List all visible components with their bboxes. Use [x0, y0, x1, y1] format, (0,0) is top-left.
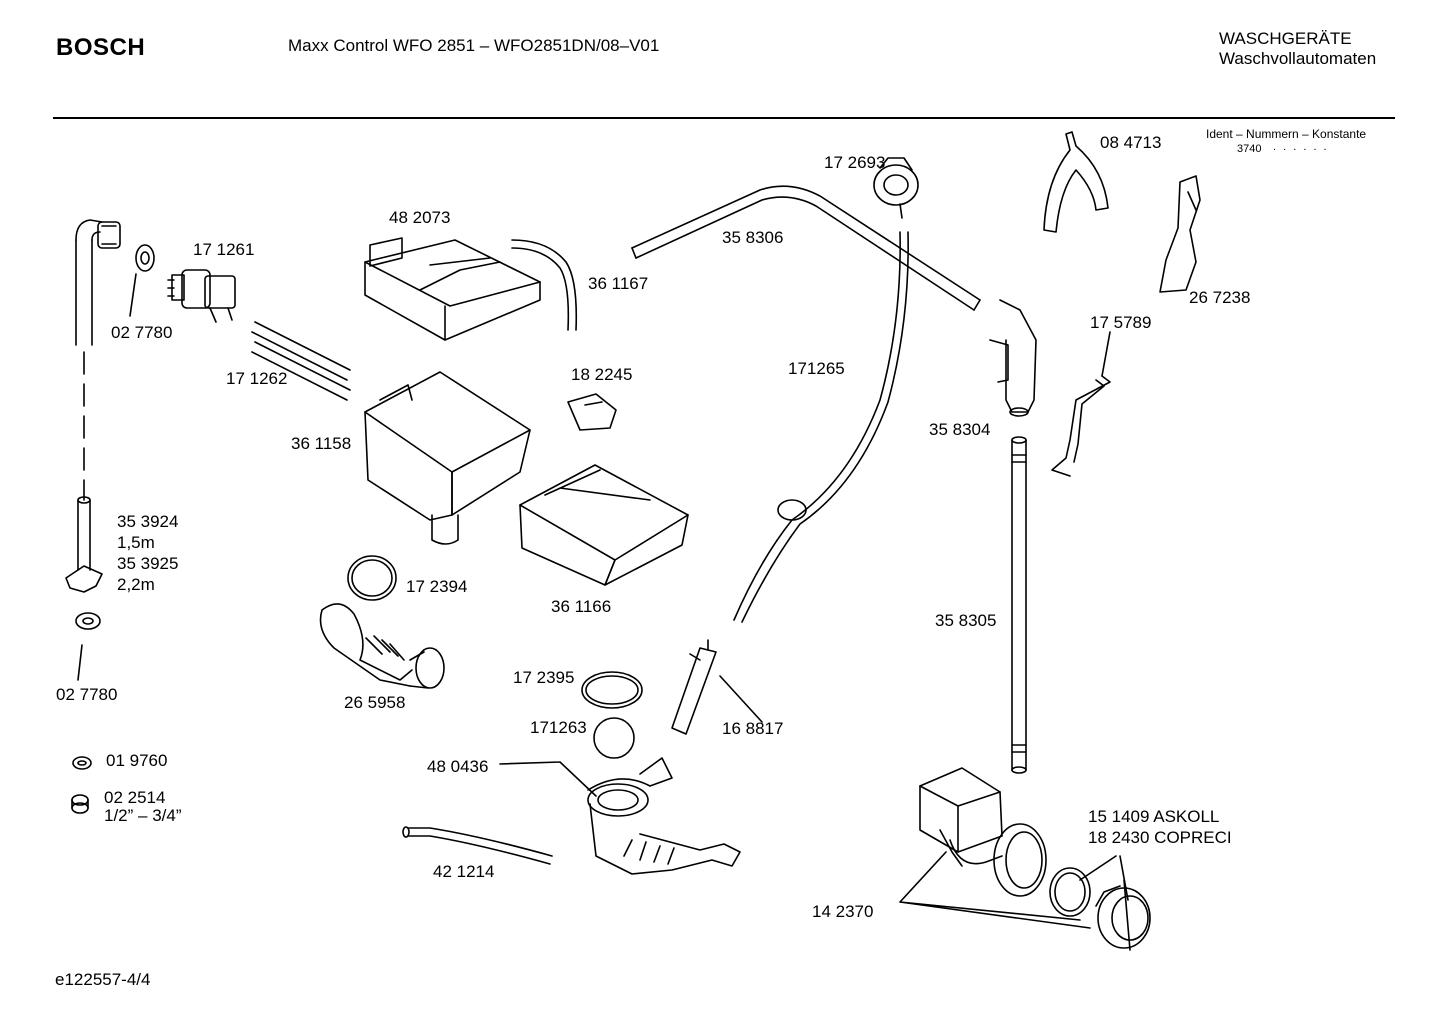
- filter-cap: [1096, 880, 1150, 950]
- label-17-2394: 17 2394: [406, 577, 468, 596]
- hose-hook: [1044, 132, 1108, 232]
- label-18-2430: 18 2430 COPRECI: [1088, 828, 1232, 847]
- label-26-5958: 26 5958: [344, 693, 406, 712]
- vertical-hose: [1012, 437, 1026, 773]
- hoses-pair: [252, 322, 350, 400]
- label-26-7238: 26 7238: [1189, 288, 1251, 307]
- dispenser-housing: [365, 372, 530, 544]
- siphon-clip: [568, 394, 616, 430]
- washer-bottom: [76, 613, 100, 629]
- label-02-2514: 02 2514: [104, 788, 166, 807]
- label-1-5m: 1,5m: [117, 533, 155, 552]
- label-35-3924: 35 3924: [117, 512, 179, 531]
- corrugated-hose: [321, 604, 445, 688]
- pressure-switch: [874, 158, 918, 218]
- short-hose: [403, 827, 552, 864]
- label-35-3925: 35 3925: [117, 554, 179, 573]
- ident-dots: . . . . . .: [1273, 141, 1329, 153]
- label-08-4713: 08 4713: [1100, 133, 1162, 152]
- label-35-8305: 35 8305: [935, 611, 997, 630]
- label-02-7780-top: 02 7780: [111, 323, 173, 342]
- hose-connector: [66, 497, 102, 592]
- drain-pump: [920, 768, 1046, 896]
- heater-element: [672, 640, 762, 734]
- label-15-1409: 15 1409 ASKOLL: [1088, 807, 1220, 826]
- label-2-2m: 2,2m: [117, 575, 155, 594]
- label-14-2370: 14 2370: [812, 902, 874, 921]
- label-02-7780-bottom: 02 7780: [56, 685, 118, 704]
- brand-logo: BOSCH: [56, 34, 146, 61]
- inlet-valve: [168, 270, 235, 322]
- label-42-1214: 42 1214: [433, 862, 495, 881]
- seal-ring: [348, 556, 396, 600]
- label-01-9760: 01 9760: [106, 751, 168, 770]
- dispenser-lid: [365, 238, 540, 340]
- label-36-1158: 36 1158: [291, 434, 352, 453]
- header-divider: [53, 117, 1395, 119]
- pressure-hose: [734, 232, 908, 622]
- label-48-2073: 48 2073: [389, 208, 451, 227]
- wire-rod: [1052, 332, 1110, 476]
- label-48-0436: 48 0436: [427, 757, 489, 776]
- drawing-id: e122557-4/4: [55, 970, 151, 989]
- label-17-5789: 17 5789: [1090, 313, 1152, 332]
- model-title: Maxx Control WFO 2851 – WFO2851DN/08–V01: [288, 36, 660, 55]
- label-16-8817: 16 8817: [722, 719, 784, 738]
- label-36-1167: 36 1167: [588, 274, 649, 293]
- label-17-2395: 17 2395: [513, 668, 575, 687]
- air-chamber: [990, 300, 1036, 416]
- washer-top: [136, 245, 154, 271]
- label-18-2245: 18 2245: [571, 365, 633, 384]
- ball-valve: [594, 718, 634, 758]
- seal-ring-2: [582, 672, 642, 708]
- label-171265: 171265: [788, 359, 845, 378]
- sump-hose: [500, 758, 740, 874]
- label-36-1166: 36 1166: [551, 597, 612, 616]
- filter-seal: [1050, 868, 1090, 916]
- label-35-8304: 35 8304: [929, 420, 991, 439]
- ident-value: 3740: [1237, 143, 1262, 155]
- hose-long: [632, 186, 980, 310]
- label-171263: 171263: [530, 718, 587, 737]
- ident-title: Ident – Nummern – Konstante: [1206, 127, 1367, 141]
- label-17-1262: 17 1262: [226, 369, 288, 388]
- label-35-8306: 35 8306: [722, 228, 784, 247]
- label-17-2693: 17 2693: [824, 153, 886, 172]
- subcategory-title: Waschvollautomaten: [1219, 49, 1377, 68]
- category-title: WASCHGERÄTE: [1219, 29, 1352, 48]
- bracket: [1160, 176, 1200, 292]
- dispenser-drawer: [520, 465, 688, 585]
- label-thread-size: 1/2” – 3/4”: [104, 806, 182, 825]
- inlet-hose-elbow: [76, 220, 120, 500]
- label-17-1261: 17 1261: [193, 240, 255, 259]
- hose-bent: [512, 240, 576, 330]
- small-washers: [72, 757, 91, 813]
